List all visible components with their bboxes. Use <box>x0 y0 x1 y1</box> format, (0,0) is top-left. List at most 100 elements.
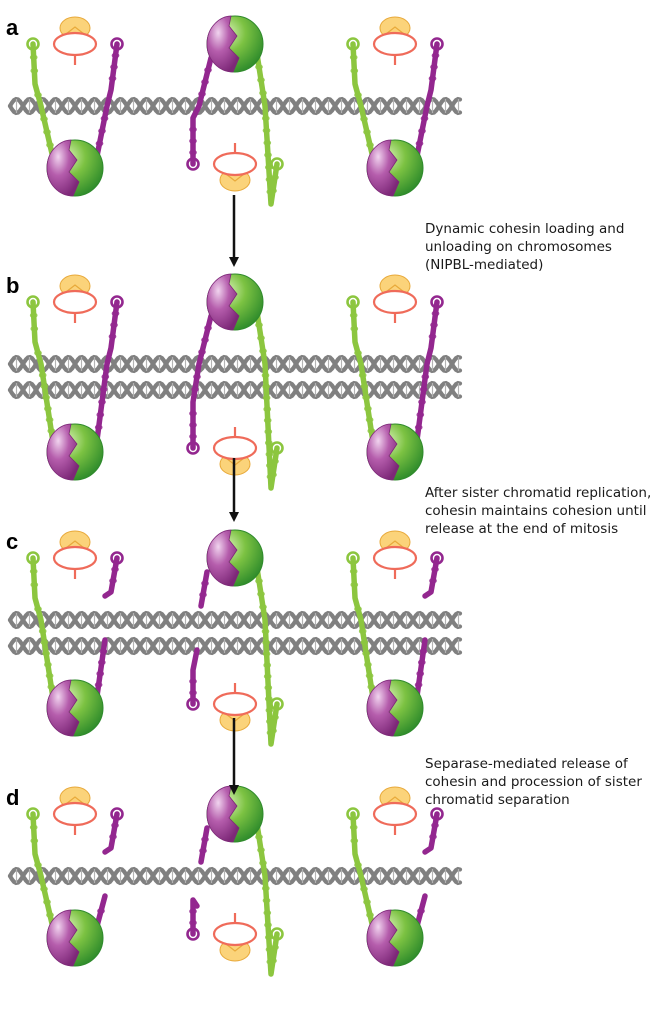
smc1-arm-coil <box>264 152 272 158</box>
smc3-arm-coil <box>96 411 105 418</box>
dna-backbone <box>7 96 463 116</box>
smc3-arm-fragment <box>414 893 428 929</box>
smc1-arm-coil <box>262 897 271 904</box>
smc1-arm-coil <box>40 886 48 892</box>
panel-d <box>26 785 444 977</box>
cohesin-layer <box>26 15 444 977</box>
panel-d-dna <box>7 866 463 886</box>
smc1-arm-coil <box>266 718 274 725</box>
smc3-head <box>206 15 240 73</box>
kleisin-ring <box>52 289 98 315</box>
smc3-head <box>46 423 80 481</box>
smc1-arm-coil <box>261 885 270 892</box>
panel-b <box>26 273 444 491</box>
smc3-arm-coil <box>193 373 201 380</box>
smc1-arm <box>254 309 280 491</box>
smc3-arm-fragment-coil <box>431 822 439 829</box>
sa-notch <box>65 796 85 805</box>
smc1-arm-coil <box>38 628 47 634</box>
dna-backbone <box>7 866 463 886</box>
smc1-arm-coil <box>360 116 368 122</box>
kleisin-ring <box>372 289 418 315</box>
smc1-arm-coil <box>40 116 48 122</box>
dna-backbone <box>7 610 463 630</box>
panel-a-dna <box>7 96 463 116</box>
smc1-arm-coil <box>350 67 359 74</box>
smc1-arm <box>350 555 376 701</box>
panel-c <box>26 529 444 747</box>
smc3-arm-coil <box>416 411 425 418</box>
smc3-arm <box>414 299 440 443</box>
panel-letter-c: c <box>6 529 18 554</box>
smc3-head <box>46 909 80 967</box>
smc3-head <box>366 679 400 737</box>
kleisin-ring <box>52 31 98 57</box>
smc1-arm <box>30 811 56 931</box>
smc1-arm-coil <box>367 428 376 434</box>
smc1-arm-coil <box>255 834 263 840</box>
smc1-arm-coil <box>259 604 267 610</box>
smc3-arm-coil <box>418 128 426 134</box>
kleisin-ring <box>372 31 418 57</box>
smc3-arm-coil <box>431 310 440 317</box>
smc3-arm-fragment <box>102 811 120 855</box>
smc1-arm-coil <box>271 714 279 721</box>
smc1-arm-coil <box>38 372 47 378</box>
smc3-arm-coil <box>201 337 209 343</box>
smc1-arm <box>30 41 56 161</box>
step-1-caption-line: unloading on chromosomes <box>425 239 612 255</box>
smc1-arm-coil <box>263 673 272 680</box>
step-2-caption-line: release at the end of mitosis <box>425 521 618 537</box>
smc1-arm-coil <box>46 912 54 918</box>
kleisin-ring <box>212 691 258 717</box>
smc3-arm-fragment-coil <box>94 681 103 688</box>
step-1-caption-line: Dynamic cohesin loading and <box>425 221 624 237</box>
kleisin-ring <box>212 435 258 461</box>
smc1-arm-coil <box>365 672 374 679</box>
smc1-arm <box>30 299 56 445</box>
kleisin-ring <box>212 921 258 947</box>
smc3-arm-coil <box>430 322 438 328</box>
dna-backbone <box>7 610 463 630</box>
smc1-arm-coil <box>261 628 270 635</box>
smc1-arm-coil <box>366 912 374 918</box>
smc3-head <box>206 529 240 587</box>
smc1-arm-coil <box>263 662 272 668</box>
smc1-arm-coil <box>42 650 50 657</box>
smc1-arm-coil <box>354 92 362 98</box>
smc3-arm-coil <box>201 79 209 85</box>
smc1-arm-coil <box>30 67 39 74</box>
smc1-arm-coil <box>44 405 52 412</box>
smc3-arm-fragment-coil <box>417 659 426 666</box>
smc1-arm-coil <box>40 383 49 390</box>
smc1-arm-coil <box>271 458 279 465</box>
smc3-arm-coil <box>430 64 438 70</box>
smc1-arm <box>350 41 376 161</box>
smc3-arm-coil <box>108 333 117 340</box>
smc1-arm-coil <box>262 127 271 134</box>
smc1-arm-coil <box>259 348 267 354</box>
step-1-caption-line: (NIPBL-mediated) <box>425 257 543 273</box>
smc3-arm-fragment-coil <box>189 908 197 915</box>
smc3-arm <box>94 299 120 443</box>
smc1-arm-coil <box>266 188 275 195</box>
smc3-arm-coil <box>414 424 423 431</box>
smc1-arm-coil <box>349 312 358 319</box>
kleisin-ring <box>52 545 98 571</box>
smc3-arm-fragment <box>102 555 120 599</box>
smc1-arm-coil <box>354 350 362 356</box>
smc3-arm-fragment-coil <box>199 591 207 598</box>
smc3-arm-fragment-coil <box>419 648 428 655</box>
smc1-arm-coil <box>358 628 367 634</box>
smc3-arm-coil <box>204 325 212 331</box>
smc3-arm-fragment-coil <box>416 670 425 677</box>
sa-notch <box>225 943 245 952</box>
smc1-arm-coil <box>349 824 358 831</box>
panel-letter-d: d <box>6 785 19 810</box>
smc3-head <box>366 139 400 197</box>
smc1-arm-coil <box>40 639 49 646</box>
smc3-arm <box>414 41 440 159</box>
smc1-arm-coil <box>263 406 272 412</box>
smc3-arm-fragment-coil <box>111 822 119 829</box>
smc3-arm-coil <box>191 386 199 393</box>
